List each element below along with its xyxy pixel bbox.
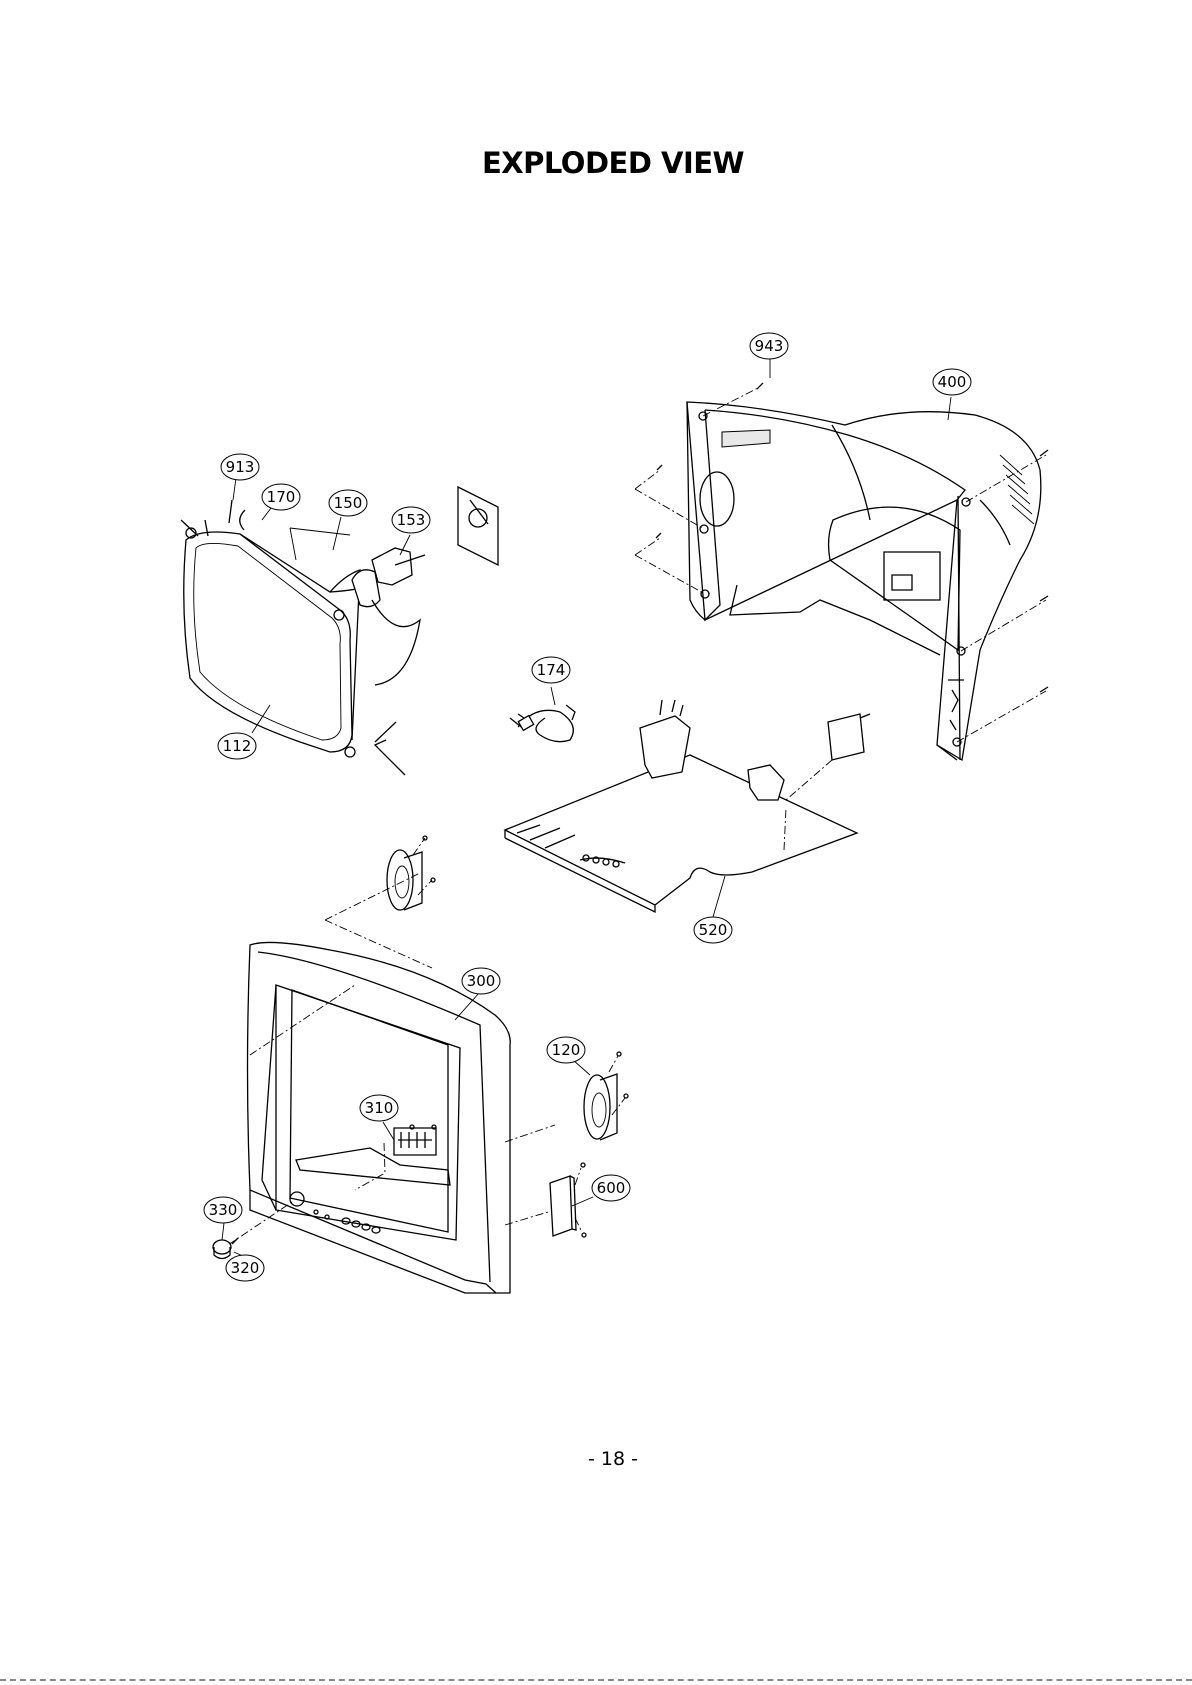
callout-520: 520 [694, 917, 732, 943]
callout-170-label: 170 [267, 488, 296, 506]
callout-330-label: 330 [209, 1201, 238, 1219]
callout-520-label: 520 [699, 921, 728, 939]
callout-913: 913 [221, 454, 259, 480]
callout-943-label: 943 [755, 337, 784, 355]
callout-120-label: 120 [552, 1041, 581, 1059]
picture-tube-assembly [181, 487, 498, 775]
power-cord [510, 705, 575, 742]
callout-174-label: 174 [537, 661, 566, 679]
callout-150: 150 [329, 490, 367, 516]
callout-153-label: 153 [397, 511, 426, 529]
callout-170: 170 [262, 484, 300, 510]
callout-943: 943 [750, 333, 788, 359]
callout-600: 600 [592, 1175, 630, 1201]
callout-112-label: 112 [223, 737, 252, 755]
speaker-right [584, 1052, 628, 1140]
page-number: - 18 - [0, 1448, 1192, 1470]
callout-400-label: 400 [938, 373, 967, 391]
callout-120: 120 [547, 1037, 585, 1063]
callout-320-label: 320 [231, 1259, 260, 1277]
callout-310: 310 [360, 1095, 398, 1121]
av-board [550, 1163, 586, 1237]
main-pcb [505, 700, 870, 912]
callout-150-label: 150 [334, 494, 363, 512]
control-board [394, 1125, 436, 1155]
bottom-rule [0, 1679, 1192, 1681]
callout-300: 300 [462, 968, 500, 994]
callout-300-label: 300 [467, 972, 496, 990]
speaker-left [325, 836, 435, 968]
callout-320: 320 [226, 1255, 264, 1281]
callout-174: 174 [532, 657, 570, 683]
callout-330: 330 [204, 1197, 242, 1223]
back-cover [635, 383, 1048, 760]
callout-153: 153 [392, 507, 430, 533]
callout-310-label: 310 [365, 1099, 394, 1117]
power-knob [213, 1238, 238, 1259]
callout-112: 112 [218, 733, 256, 759]
callout-400: 400 [933, 369, 971, 395]
callout-600-label: 600 [597, 1179, 626, 1197]
callout-913-label: 913 [226, 458, 255, 476]
